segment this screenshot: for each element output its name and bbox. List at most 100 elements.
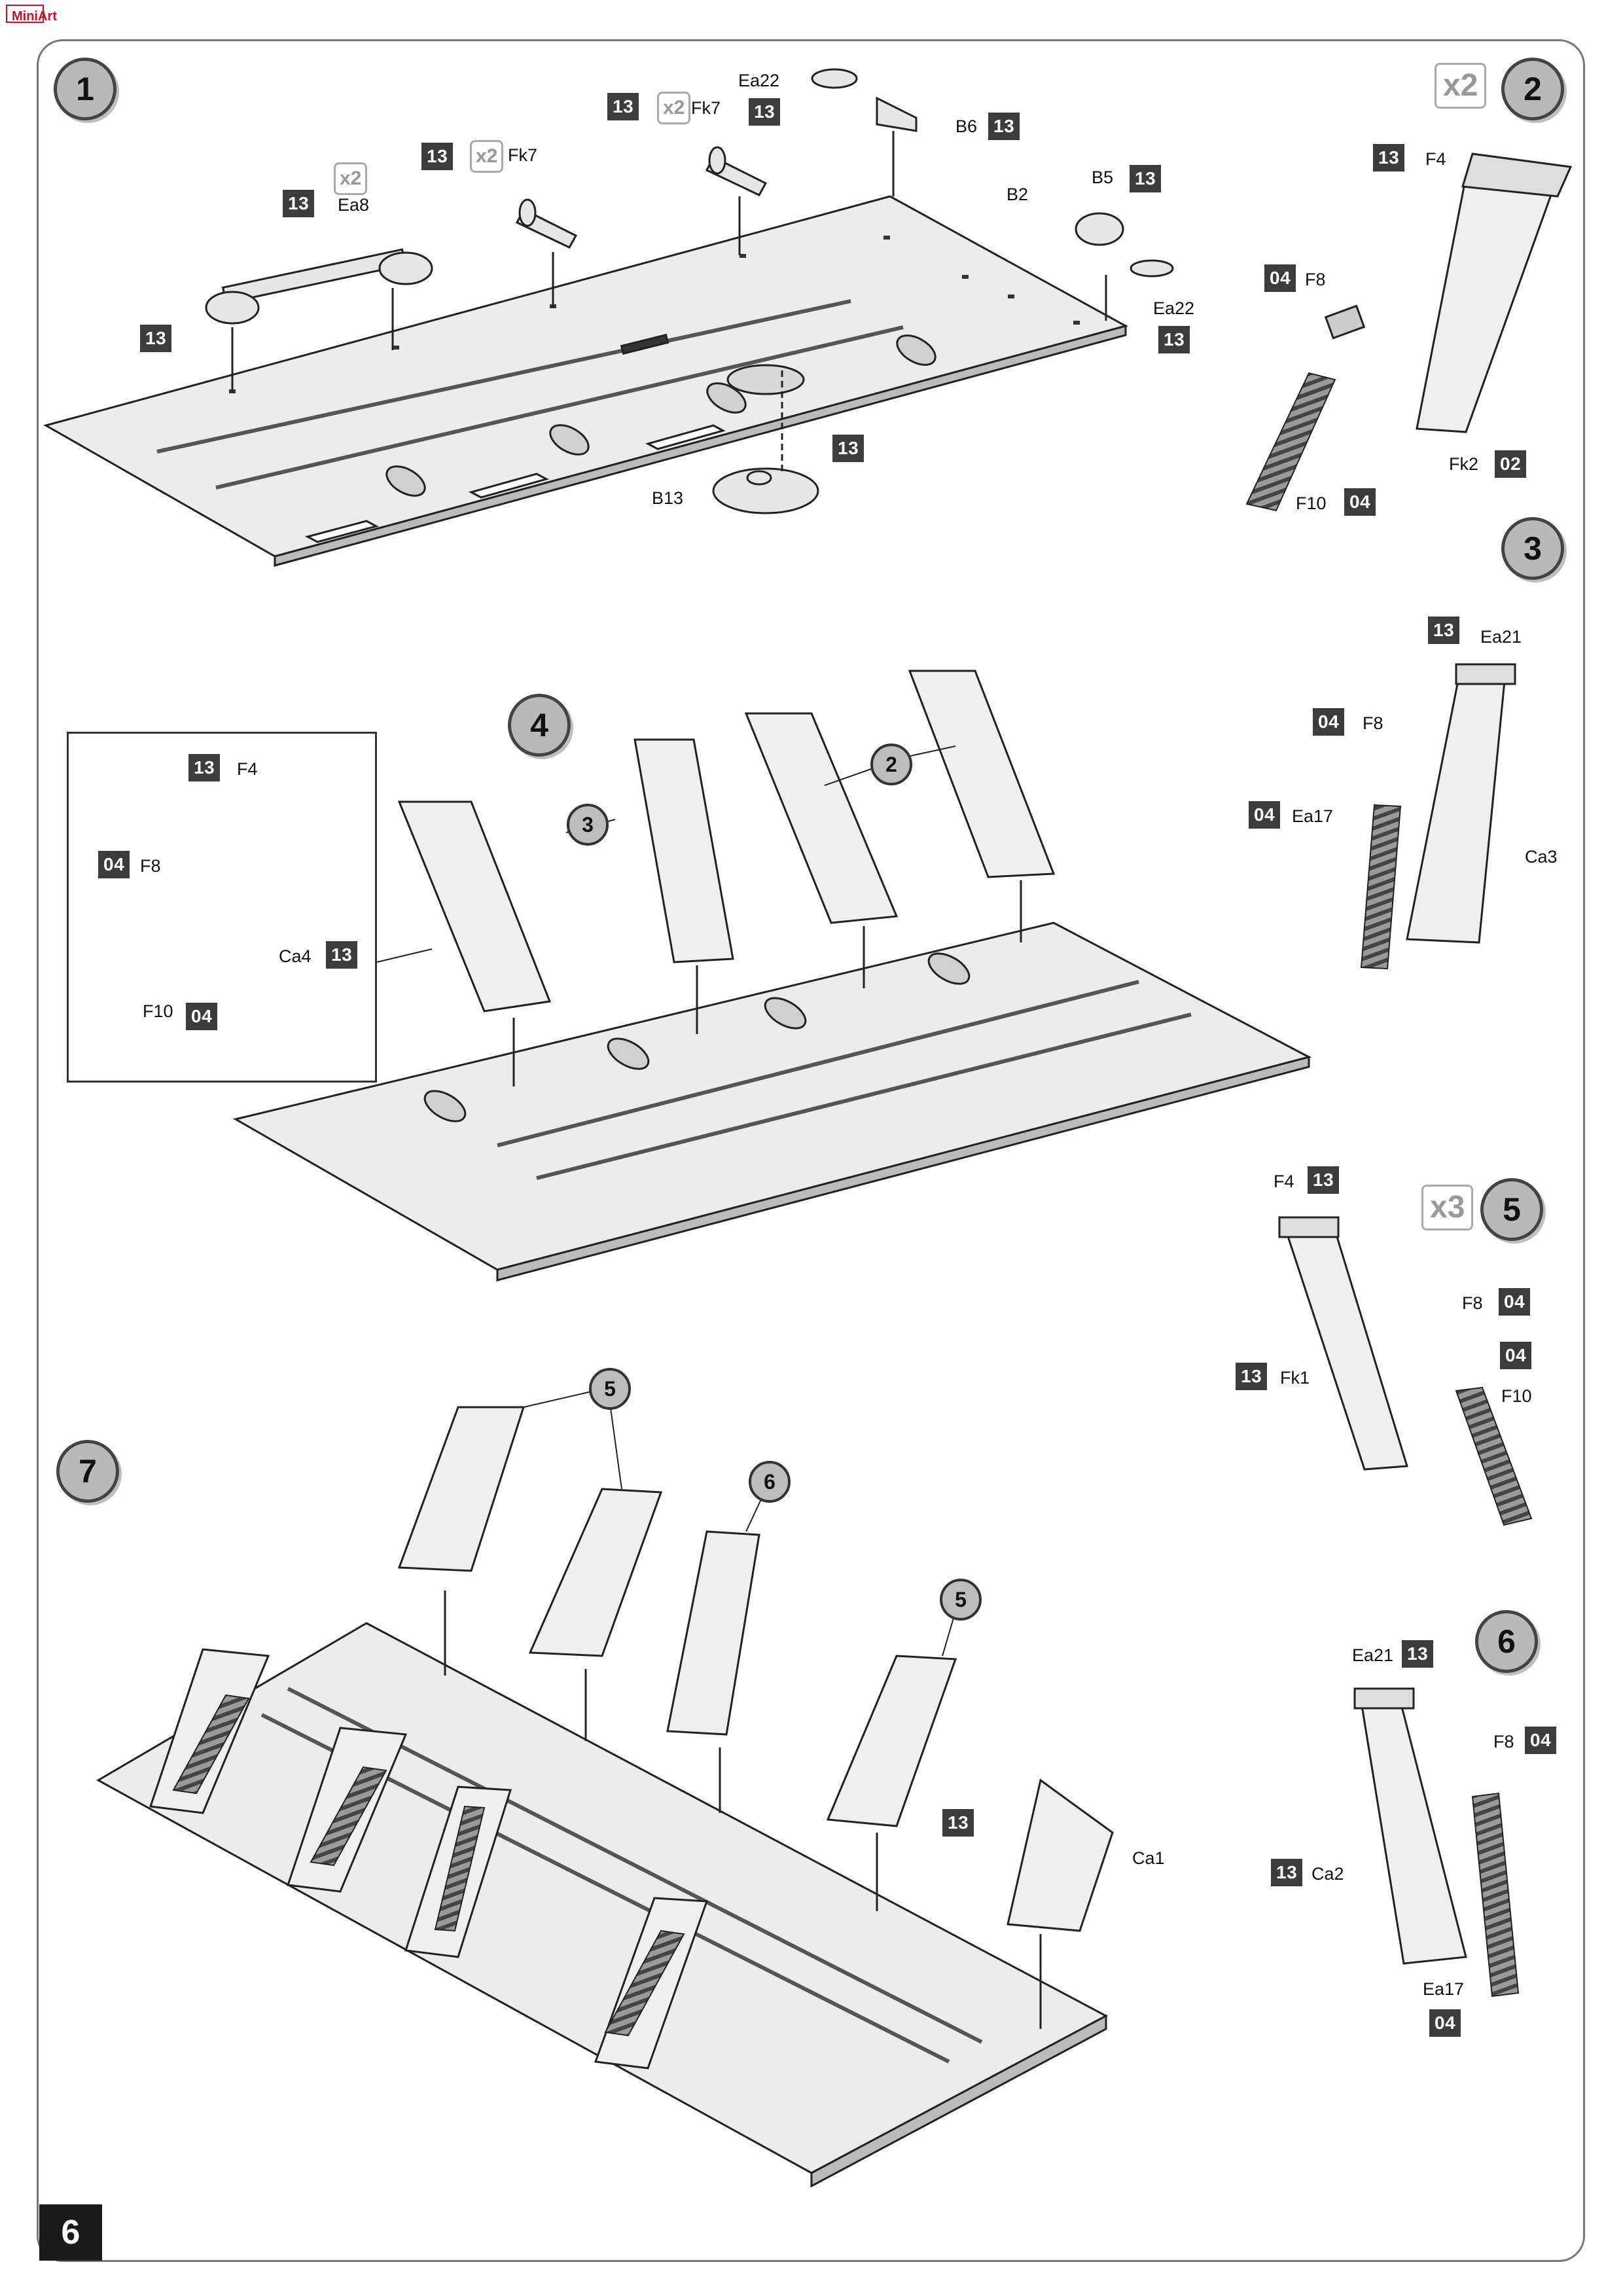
step4-inset-box [67, 732, 377, 1083]
callout-subassembly-5a: 5 [589, 1368, 631, 1410]
step1-fk7-left [515, 198, 578, 249]
step1-b5-ea22 [1075, 212, 1174, 278]
step4-arms [397, 670, 1056, 1013]
part-label-f10: F10 [143, 1001, 173, 1021]
part-label-f8: F8 [140, 856, 161, 876]
step-4-marker: 4 [508, 694, 571, 757]
color-code: 13 [326, 941, 358, 969]
color-code: 13 [1308, 1166, 1340, 1194]
part-label-fk1: Fk1 [1280, 1368, 1310, 1388]
step1-multiplier-ea8: x2 [334, 162, 368, 195]
part-label-ea17: Ea17 [1292, 806, 1334, 826]
color-code: 13 [1402, 1640, 1434, 1668]
part-label-ea17: Ea17 [1423, 1979, 1465, 1999]
color-code: 13 [988, 113, 1020, 140]
page-number: 6 [39, 2204, 102, 2261]
part-label-f4: F4 [1425, 149, 1446, 169]
part-label-b13: B13 [652, 488, 684, 508]
step7-new-arms [397, 1406, 1114, 1932]
step4-floor-plate [232, 922, 1312, 1282]
color-code: 02 [1495, 450, 1527, 478]
step1-b13-hatch [712, 467, 819, 514]
part-label-ca2: Ca2 [1311, 1864, 1344, 1884]
page-frame [37, 39, 1585, 2262]
step6-spring [1471, 1792, 1520, 1998]
callout-subassembly-2: 2 [870, 744, 912, 785]
part-label-b6: B6 [955, 117, 978, 136]
color-code: 04 [1264, 264, 1296, 292]
step-2-multiplier: x2 [1435, 63, 1487, 109]
color-code: 13 [188, 754, 221, 781]
part-label-f8: F8 [1363, 713, 1383, 733]
color-code: 13 [749, 98, 781, 126]
color-code: 04 [186, 1003, 218, 1030]
part-label-ea8: Ea8 [338, 195, 370, 215]
part-label-ea22-right: Ea22 [1153, 298, 1195, 318]
step5-arm [1278, 1216, 1408, 1471]
part-label-f8: F8 [1493, 1732, 1514, 1751]
color-code: 04 [1499, 1288, 1531, 1316]
color-code: 13 [607, 93, 639, 120]
step6-arm [1353, 1687, 1467, 1965]
step2-f8-bracket [1324, 304, 1366, 340]
step-5-multiplier: x3 [1421, 1185, 1474, 1230]
color-code: 04 [98, 851, 130, 878]
step4-arrows [512, 880, 1022, 1086]
callout-subassembly-5b: 5 [940, 1579, 982, 1621]
step1-multiplier-fk7-left: x2 [470, 140, 504, 173]
step1-floor-plate [43, 195, 1128, 567]
color-code: 13 [1428, 617, 1460, 644]
step5-spring [1455, 1386, 1533, 1526]
part-label-f4: F4 [1274, 1172, 1294, 1191]
part-label-f4: F4 [237, 759, 258, 779]
color-code: 04 [1525, 1727, 1557, 1754]
step1-multiplier-fk7-right: x2 [657, 92, 691, 124]
color-code: 04 [1313, 708, 1345, 736]
step1-b6-ea22 [811, 68, 918, 132]
step-6-marker: 6 [1475, 1610, 1538, 1673]
part-label-f8: F8 [1305, 270, 1326, 289]
step-3-marker: 3 [1501, 517, 1564, 580]
step3-spring [1360, 804, 1402, 970]
step-7-marker: 7 [56, 1440, 119, 1503]
part-label-ca1: Ca1 [1132, 1848, 1165, 1868]
part-label-f10: F10 [1501, 1386, 1532, 1406]
color-code: 13 [1158, 326, 1190, 353]
color-code: 13 [1236, 1363, 1268, 1390]
callout-subassembly-3: 3 [567, 804, 609, 846]
part-label-fk2: Fk2 [1449, 454, 1479, 474]
step7-floor-plate [96, 1622, 1109, 2188]
part-label-fk7-left: Fk7 [508, 145, 538, 165]
color-code: 13 [942, 1809, 974, 1837]
step1-fk7-right [705, 146, 768, 196]
callout-subassembly-6: 6 [749, 1461, 791, 1503]
color-code: 13 [1130, 165, 1162, 192]
part-label-b2: B2 [1007, 185, 1029, 204]
miniart-logo: MiniArt [5, 4, 57, 24]
part-label-ca4: Ca4 [279, 946, 312, 966]
color-code: 13 [140, 325, 172, 352]
step3-arm [1406, 663, 1516, 944]
color-code: 13 [1271, 1859, 1303, 1886]
part-label-fk7-right: Fk7 [691, 98, 721, 118]
part-label-f8: F8 [1462, 1293, 1483, 1313]
part-label-ca3: Ca3 [1525, 847, 1558, 867]
color-code: 13 [421, 143, 454, 170]
step2-spring [1245, 372, 1336, 512]
color-code: 13 [1373, 144, 1405, 171]
part-label-ea21: Ea21 [1352, 1645, 1394, 1665]
step-1-marker: 1 [54, 58, 116, 120]
part-label-ea21: Ea21 [1480, 627, 1522, 647]
step1-ea8-axle [205, 248, 433, 325]
step7-springs [172, 1694, 685, 2037]
color-code: 04 [1500, 1342, 1532, 1369]
part-label-b5: B5 [1092, 168, 1114, 187]
color-code: 04 [1344, 488, 1376, 516]
part-label-ea22-top: Ea22 [738, 71, 780, 90]
color-code: 13 [283, 190, 315, 217]
step2-arm [1416, 152, 1573, 433]
part-label-f10: F10 [1296, 493, 1327, 513]
logo-text: MiniArt [12, 9, 57, 24]
step-2-marker: 2 [1501, 58, 1564, 120]
